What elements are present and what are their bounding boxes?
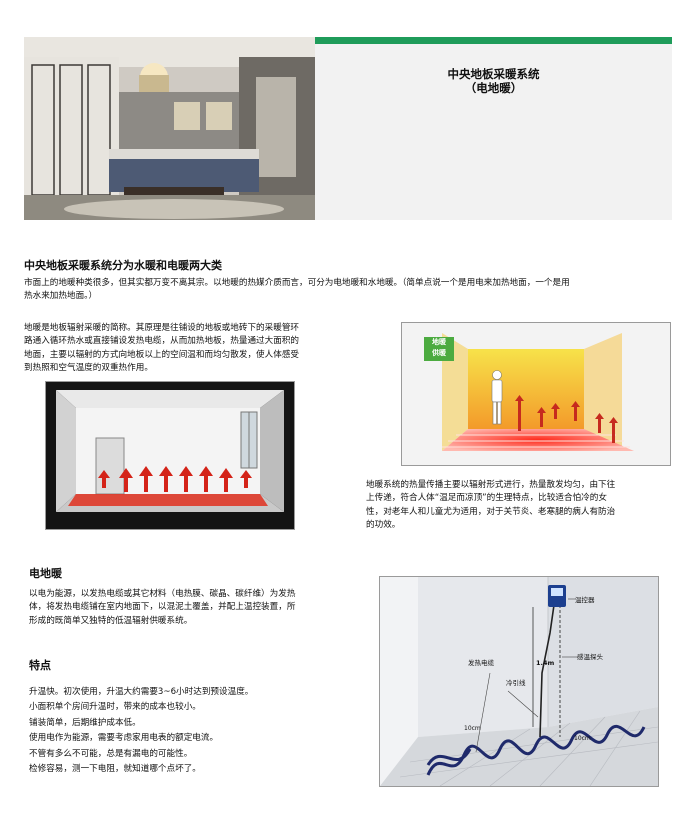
electric-heading: 电地暖 <box>29 567 62 580</box>
installation-diagram: 温控器 发热电缆 冷引线 感温探头 1.4m 10cm 10cm <box>379 576 659 787</box>
principle-line: 路通入循环热水或直接铺设发热电缆，从而加热地板，热量通过大面积的 <box>24 336 300 347</box>
radiation-heating-diagram: 地暖 供暖 <box>401 322 671 466</box>
principle-line: 地暖是地板辐射采暖的简称。其原理是往铺设的地板或地砖下的采暖管环 <box>24 323 300 333</box>
intro-paragraph: 市面上的地暖种类很多，但其实都万变不离其宗。以地暖的热媒介质而言，可分为电地暖和… <box>24 277 674 304</box>
feature-item: 升温快。初次使用，升温大约需要3~6小时达到预设温度。 <box>29 687 254 697</box>
header-accent-bar <box>315 37 672 44</box>
height-label: 1.4m <box>536 659 555 667</box>
principle-line: 地面，主要以辐射的方式向地板以上的空间温和而均匀散发，使人体感受 <box>24 349 300 360</box>
room-heating-diagram <box>45 381 295 530</box>
cold-wire-label: 冷引线 <box>506 679 526 687</box>
principle-paragraph: 地暖是地板辐射采暖的简称。其原理是往铺设的地板或地砖下的采暖管环 路通入循环热水… <box>24 322 354 376</box>
badge-line-2: 供暖 <box>432 349 446 357</box>
temp-probe-label: 感温探头 <box>577 653 603 661</box>
radiation-line: 上传递，符合人体“温足而凉顶”的生理特点，比较适合怕冷的女 <box>366 493 607 504</box>
features-list: 升温快。初次使用，升温大约需要3~6小时达到预设温度。 小面积单个房间升温时，带… <box>29 685 359 777</box>
page-subtitle: （电地暖） <box>464 81 523 95</box>
gap-left-label: 10cm <box>464 725 481 732</box>
feature-item: 铺装简单，后期维护成本低。 <box>29 717 141 728</box>
section-heading: 中央地板采暖系统分为水暖和电暖两大类 <box>24 259 222 272</box>
electric-paragraph: 以电为能源，以发热电缆或其它材料（电热膜、碳晶、碳纤维）为发热 体，将发热电缆铺… <box>29 588 359 628</box>
title-panel <box>315 44 672 220</box>
electric-line: 以电为能源，以发热电缆或其它材料（电热膜、碳晶、碳纤维）为发热 <box>29 589 296 599</box>
feature-item: 使用电作为能源，需要考虑家用电表的额定电流。 <box>29 733 219 744</box>
floor-heating-badge: 地暖 供暖 <box>424 337 454 361</box>
bedroom-photo <box>24 37 315 220</box>
radiation-line: 的功效。 <box>366 520 401 531</box>
badge-line-1: 地暖 <box>432 338 446 346</box>
page-title: 中央地板采暖系统 <box>447 67 540 81</box>
electric-line: 体，将发热电缆铺在室内地面下，以混泥土覆盖，并配上温控装置，所 <box>29 602 296 613</box>
radiation-paragraph: 地暖系统的热量传播主要以辐射形式进行，热量散发均匀，由下往 上传递，符合人体“温… <box>366 479 676 533</box>
intro-line-1: 市面上的地暖种类很多，但其实都万变不离其宗。以地暖的热媒介质而言，可分为电地暖和… <box>24 278 570 288</box>
feature-item: 不管有多么不可能，总是有漏电的可能性。 <box>29 748 193 759</box>
heating-cable-label: 发热电缆 <box>468 659 494 667</box>
radiation-line: 地暖系统的热量传播主要以辐射形式进行，热量散发均匀，由下往 <box>366 480 616 490</box>
intro-line-2: 热水来加热地面。） <box>24 291 98 302</box>
principle-line: 到热照和空气温度的双重热作用。 <box>24 363 153 374</box>
radiation-line: 性，对老年人和儿童尤为适用，对于关节炎、老寒腿的病人有防治 <box>366 506 616 517</box>
gap-right-label: 10cm <box>574 735 591 742</box>
thermostat-label: 温控器 <box>575 596 595 604</box>
features-heading: 特点 <box>29 659 51 672</box>
feature-item: 小面积单个房间升温时，带来的成本也较小。 <box>29 702 201 713</box>
feature-item: 检修容易，测一下电阻，就知道哪个点坏了。 <box>29 764 201 775</box>
electric-line: 形成的既简单又独特的低温辐射供暖系统。 <box>29 615 193 626</box>
